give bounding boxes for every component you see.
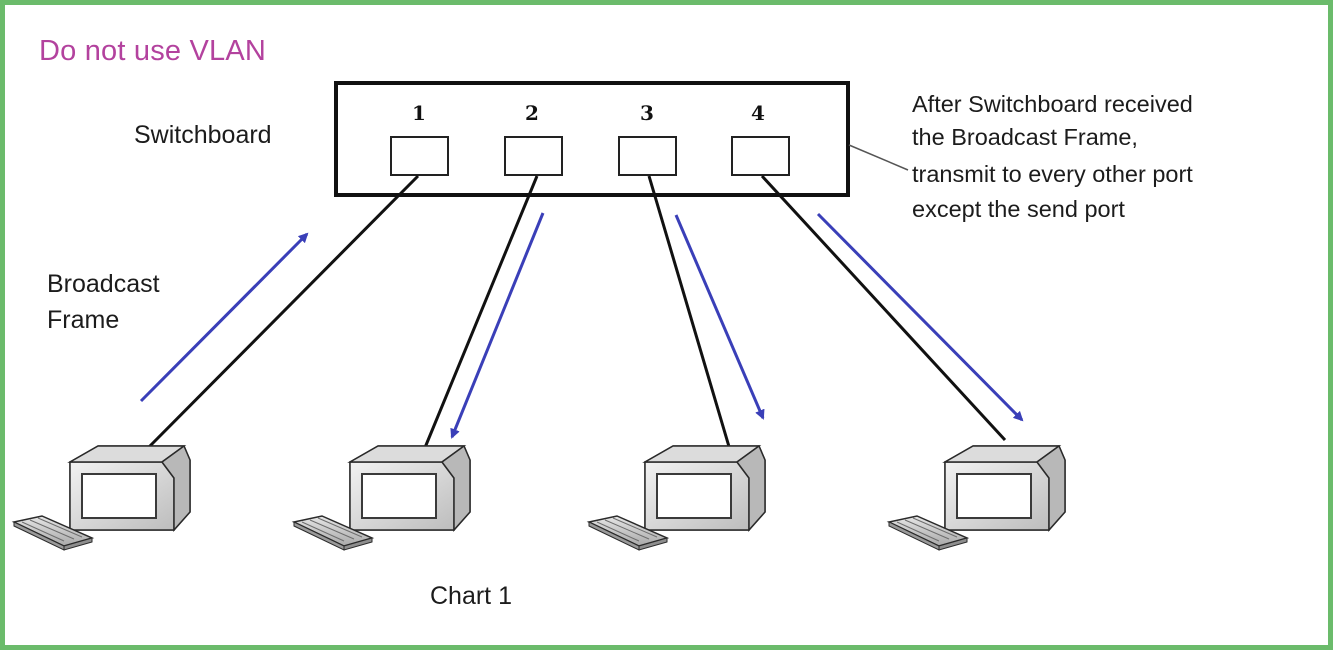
- port-number-2: 2: [525, 101, 539, 125]
- switchboard-label: Switchboard: [134, 121, 272, 149]
- note-line-2: the Broadcast Frame,: [912, 124, 1138, 150]
- callout-line: [848, 144, 909, 171]
- broadcast-frame-label-line-2: Frame: [47, 306, 120, 334]
- broadcast-arrow-port-4: [816, 212, 1024, 422]
- broadcast-arrow-port-2: [450, 212, 545, 439]
- cable-port-1: [144, 174, 420, 452]
- computer-4: [888, 445, 1066, 551]
- computer-3: [588, 445, 766, 551]
- port-number-3: 3: [640, 101, 654, 125]
- port-4: [731, 136, 790, 176]
- cable-port-2: [422, 175, 539, 451]
- port-1: [390, 136, 449, 176]
- note-line-3: transmit to every other port: [912, 161, 1193, 187]
- computer-1: [13, 445, 191, 551]
- chart-caption: Chart 1: [430, 582, 512, 610]
- broadcast-frame-label-line-1: Broadcast: [47, 270, 160, 298]
- cable-port-3: [647, 175, 732, 451]
- port-3: [618, 136, 677, 176]
- note-line-1: After Switchboard received: [912, 91, 1193, 117]
- note-line-4: except the send port: [912, 196, 1125, 222]
- port-number-4: 4: [751, 101, 765, 125]
- broadcast-arrow-port-3: [674, 214, 765, 420]
- port-2: [504, 136, 563, 176]
- port-number-1: 1: [412, 101, 426, 125]
- broadcast-arrow-in: [139, 232, 309, 403]
- diagram-title: Do not use VLAN: [39, 35, 267, 67]
- cable-port-4: [760, 174, 1007, 442]
- computer-2: [293, 445, 471, 551]
